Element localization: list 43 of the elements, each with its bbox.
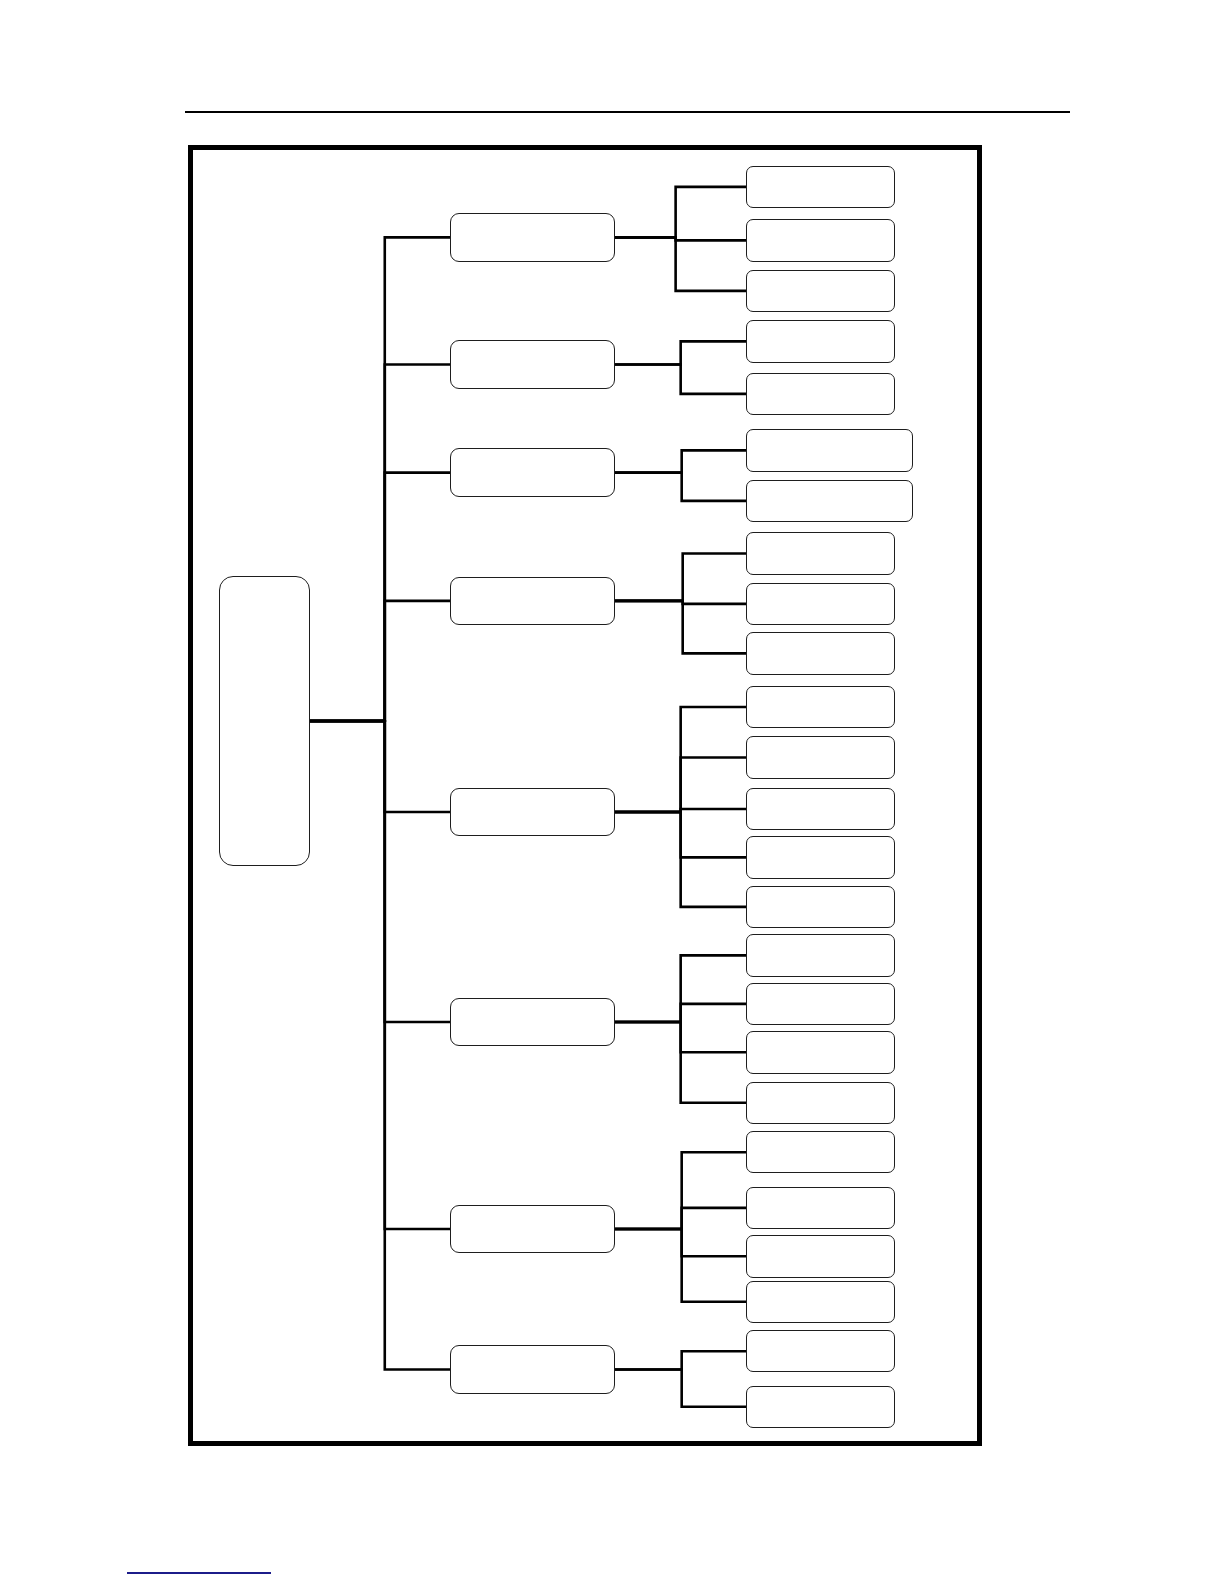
- rounded-box: [746, 269, 895, 313]
- rounded-box: [746, 1385, 895, 1428]
- rounded-box: [746, 582, 895, 626]
- rounded-box: [746, 372, 895, 416]
- connector-line: [615, 810, 747, 909]
- rounded-box: [746, 320, 895, 363]
- rounded-box: [219, 575, 311, 867]
- rounded-box: [746, 885, 895, 929]
- rounded-box: [746, 532, 895, 575]
- rounded-box: [746, 165, 895, 208]
- rounded-box: [746, 1131, 895, 1174]
- rounded-box: [746, 1081, 895, 1124]
- rounded-box: [746, 1186, 895, 1230]
- rounded-box: [450, 213, 615, 262]
- rounded-box: [450, 1204, 615, 1254]
- rounded-box: [746, 685, 895, 729]
- rounded-box: [746, 479, 913, 523]
- rounded-box: [746, 934, 895, 977]
- rounded-box: [450, 1345, 615, 1394]
- connector-line: [615, 1227, 747, 1304]
- connector-line: [615, 363, 747, 396]
- connector-line: [615, 1368, 747, 1409]
- connector-line: [615, 236, 747, 293]
- rounded-box: [450, 448, 615, 497]
- connector-line: [310, 719, 451, 1371]
- connector-line: [615, 599, 747, 655]
- rounded-box: [746, 982, 895, 1026]
- rounded-box: [450, 340, 615, 389]
- connector-line: [615, 1020, 747, 1105]
- rounded-box: [450, 576, 615, 626]
- rounded-box: [746, 1235, 895, 1278]
- rounded-box: [746, 836, 895, 879]
- rounded-box: [746, 632, 895, 675]
- rounded-box: [746, 1031, 895, 1074]
- rounded-box: [450, 787, 615, 837]
- rounded-box: [746, 1330, 895, 1373]
- rounded-box: [746, 787, 895, 831]
- rounded-box: [746, 1280, 895, 1323]
- rounded-box: [746, 429, 913, 472]
- rounded-box: [746, 219, 895, 262]
- connector-line: [615, 471, 747, 503]
- rounded-box: [746, 736, 895, 779]
- rounded-box: [450, 997, 615, 1047]
